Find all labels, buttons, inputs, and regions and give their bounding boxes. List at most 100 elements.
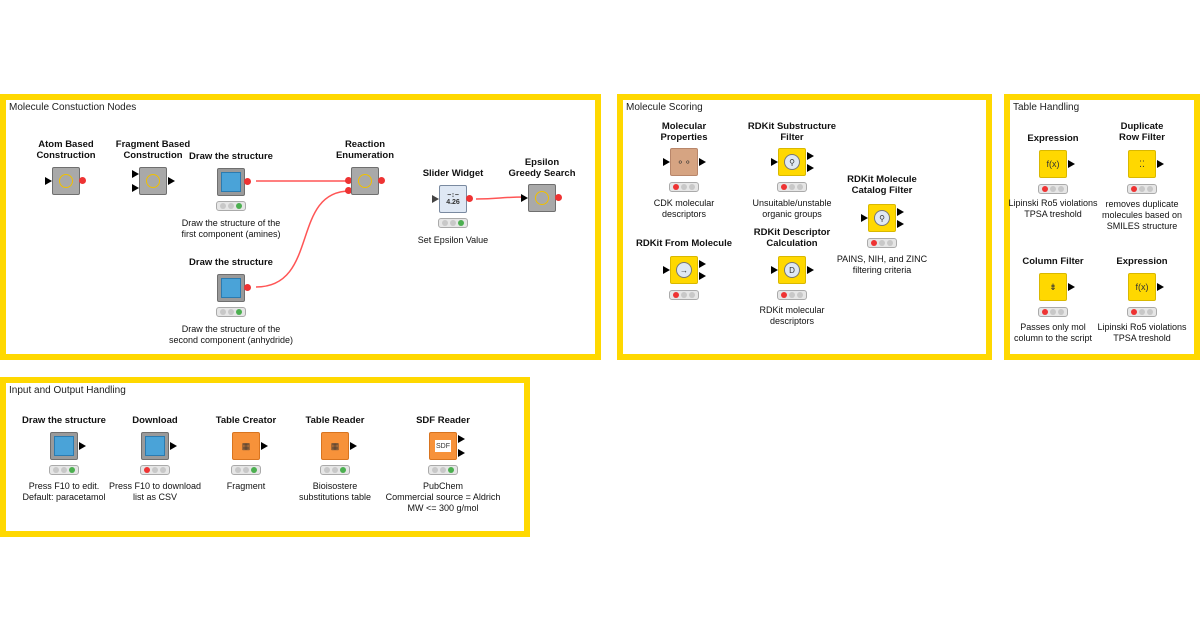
- input-port[interactable]: [45, 177, 52, 185]
- output-port[interactable]: [897, 220, 904, 228]
- node-comment: CDK molecular descriptors: [653, 198, 715, 219]
- input-port[interactable]: [771, 266, 778, 274]
- node-title: Fragment Based Construction: [115, 139, 191, 161]
- output-port[interactable]: [807, 164, 814, 172]
- node-icon[interactable]: [139, 167, 167, 195]
- node-icon[interactable]: −↕−4.26: [439, 185, 467, 213]
- output-port[interactable]: [79, 177, 86, 184]
- node-title: Table Creator: [215, 415, 277, 426]
- output-port[interactable]: [1157, 283, 1164, 291]
- node-icon[interactable]: SDF: [429, 432, 457, 460]
- input-port[interactable]: [663, 158, 670, 166]
- output-port[interactable]: [261, 442, 268, 450]
- input-port[interactable]: [521, 194, 528, 202]
- node-icon[interactable]: [217, 168, 245, 196]
- node-title: Draw the structure: [189, 151, 273, 162]
- node-icon[interactable]: →: [670, 256, 698, 284]
- node-icon[interactable]: [50, 432, 78, 460]
- node-title: Slider Widget: [422, 168, 484, 179]
- column-filter-icon: ⇟: [1049, 281, 1057, 292]
- status-indicator: [1038, 307, 1068, 317]
- node-title: Draw the structure: [22, 415, 106, 426]
- node-title: Download: [132, 415, 178, 426]
- node-comment: Draw the structure of the first componen…: [181, 218, 281, 239]
- output-port[interactable]: [699, 158, 706, 166]
- node-icon[interactable]: [351, 167, 379, 195]
- output-port[interactable]: [807, 266, 814, 274]
- input-port[interactable]: [345, 187, 352, 194]
- node-icon[interactable]: ▦: [321, 432, 349, 460]
- status-indicator: [428, 465, 458, 475]
- node-comment: Passes only mol column to the script: [1013, 322, 1093, 343]
- node-comment: RDKit molecular descriptors: [759, 305, 825, 326]
- output-port[interactable]: [244, 284, 251, 291]
- node-title: Duplicate Row Filter: [1119, 121, 1165, 143]
- output-port[interactable]: [458, 449, 465, 457]
- node-title: Table Reader: [305, 415, 365, 426]
- node-comment: removes duplicate molecules based on SMI…: [1101, 199, 1183, 231]
- function-icon: f(x): [1046, 159, 1060, 169]
- node-icon[interactable]: D: [778, 256, 806, 284]
- output-port[interactable]: [168, 177, 175, 185]
- output-port[interactable]: [1068, 160, 1075, 168]
- node-icon[interactable]: f(x): [1039, 150, 1067, 178]
- output-port[interactable]: [378, 177, 385, 184]
- node-title: Molecular Properties: [660, 121, 708, 143]
- input-port[interactable]: [132, 170, 139, 178]
- output-port[interactable]: [350, 442, 357, 450]
- connection-draw2-reaction: [255, 190, 351, 288]
- node-icon[interactable]: ⚲: [868, 204, 896, 232]
- input-port[interactable]: [432, 195, 439, 203]
- output-port[interactable]: [1157, 160, 1164, 168]
- input-port[interactable]: [345, 177, 352, 184]
- node-comment: PubChem Commercial source = Aldrich MW <…: [385, 481, 501, 513]
- output-port[interactable]: [699, 272, 706, 280]
- node-title: RDKit Substructure Filter: [747, 121, 837, 143]
- duplicate-rows-icon: ⁚⁚: [1139, 158, 1145, 169]
- node-icon[interactable]: ▦: [232, 432, 260, 460]
- status-indicator: [1038, 184, 1068, 194]
- node-comment: PAINS, NIH, and ZINC filtering criteria: [836, 254, 928, 275]
- molecule-icon: ⚬⚬: [676, 156, 692, 167]
- output-port[interactable]: [170, 442, 177, 450]
- output-port[interactable]: [897, 208, 904, 216]
- status-indicator: [1127, 307, 1157, 317]
- node-icon[interactable]: f(x): [1128, 273, 1156, 301]
- node-comment: Press F10 to download list as CSV: [108, 481, 202, 502]
- output-port[interactable]: [458, 435, 465, 443]
- node-title: Expression: [1027, 133, 1079, 144]
- node-icon[interactable]: [141, 432, 169, 460]
- output-port[interactable]: [244, 178, 251, 185]
- node-icon[interactable]: [52, 167, 80, 195]
- output-port[interactable]: [79, 442, 86, 450]
- connection-slider-epsilon: [475, 196, 526, 200]
- table-icon: ▦: [330, 440, 340, 451]
- output-port[interactable]: [555, 194, 562, 201]
- output-port[interactable]: [807, 152, 814, 160]
- status-indicator: [669, 182, 699, 192]
- node-icon[interactable]: ⁚⁚: [1128, 150, 1156, 178]
- node-title: RDKit Descriptor Calculation: [753, 227, 831, 249]
- node-icon[interactable]: [217, 274, 245, 302]
- annotation-title: Input and Output Handling: [9, 385, 126, 396]
- status-indicator: [1127, 184, 1157, 194]
- node-icon[interactable]: [528, 184, 556, 212]
- node-icon[interactable]: ⚲: [778, 148, 806, 176]
- status-indicator: [320, 465, 350, 475]
- output-port[interactable]: [466, 195, 473, 202]
- node-icon[interactable]: ⚬⚬: [670, 148, 698, 176]
- output-port[interactable]: [699, 260, 706, 268]
- status-indicator: [438, 218, 468, 228]
- output-port[interactable]: [1068, 283, 1075, 291]
- input-port[interactable]: [861, 214, 868, 222]
- annotation-title: Molecule Scoring: [626, 102, 703, 113]
- descriptor-icon: D: [784, 262, 800, 278]
- node-icon[interactable]: ⇟: [1039, 273, 1067, 301]
- node-comment: Press F10 to edit. Default: paracetamol: [22, 481, 106, 502]
- input-port[interactable]: [771, 158, 778, 166]
- node-comment: Lipinski Ro5 violations TPSA treshold: [1097, 322, 1187, 343]
- status-indicator: [231, 465, 261, 475]
- input-port[interactable]: [663, 266, 670, 274]
- input-port[interactable]: [132, 184, 139, 192]
